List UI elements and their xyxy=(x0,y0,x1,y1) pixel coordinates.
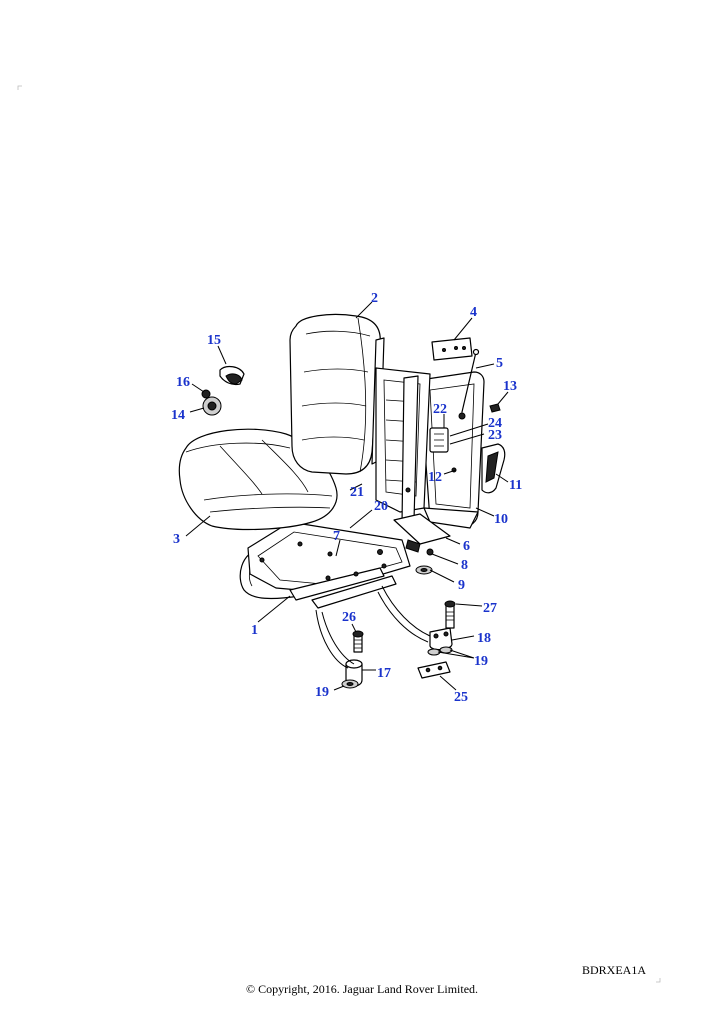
callout-2: 2 xyxy=(371,291,378,306)
recline-handle xyxy=(219,365,245,386)
callout-11: 11 xyxy=(509,478,522,493)
callout-labels: 1 2 3 4 5 6 7 8 9 10 11 12 13 14 15 16 1… xyxy=(171,291,522,705)
callout-7: 7 xyxy=(333,529,340,544)
callout-8: 8 xyxy=(461,558,468,573)
washers-19-right xyxy=(427,646,453,656)
callout-6: 6 xyxy=(463,539,470,554)
callout-23: 23 xyxy=(488,428,502,443)
callout-15: 15 xyxy=(207,333,221,348)
seat-back xyxy=(289,313,385,475)
callout-20: 20 xyxy=(374,499,388,514)
callout-21: 21 xyxy=(350,485,364,500)
callout-17: 17 xyxy=(377,666,391,681)
side-trim xyxy=(481,443,506,494)
explode-arc-right-2 xyxy=(377,591,429,643)
explode-arc-right xyxy=(381,585,431,637)
callout-1: 1 xyxy=(251,623,258,638)
callout-19-right: 19 xyxy=(474,654,488,669)
clip-13 xyxy=(489,403,501,413)
pad-6 xyxy=(393,513,451,553)
explode-arc-left xyxy=(315,609,349,669)
callout-12: 12 xyxy=(428,470,442,485)
callout-4: 4 xyxy=(470,305,477,320)
callout-5: 5 xyxy=(496,356,503,371)
washer-19-left xyxy=(341,679,359,689)
corner-mark-top-left xyxy=(17,85,22,90)
screw-8 xyxy=(426,548,434,556)
callout-24: 24 xyxy=(488,416,502,431)
copyright-notice: © Copyright, 2016. Jaguar Land Rover Lim… xyxy=(245,982,479,996)
callout-18: 18 xyxy=(477,631,491,646)
callout-22: 22 xyxy=(433,402,447,417)
leader-lines xyxy=(185,301,509,691)
bolt-27 xyxy=(444,600,456,629)
callout-3: 3 xyxy=(173,532,180,547)
explode-arc-left-2 xyxy=(321,611,355,665)
mount-bracket-18 xyxy=(429,627,453,651)
seat-back-frame xyxy=(375,367,485,529)
callout-27: 27 xyxy=(483,601,497,616)
diagram-reference-code: BDRXEA1A xyxy=(582,963,647,977)
label-plate xyxy=(431,337,473,361)
callout-25: 25 xyxy=(454,690,468,705)
callout-13: 13 xyxy=(503,379,517,394)
callout-16: 16 xyxy=(176,375,190,390)
bolt-26 xyxy=(352,630,364,653)
callout-14: 14 xyxy=(171,408,185,423)
callout-19-left: 19 xyxy=(315,685,329,700)
release-cable xyxy=(458,348,480,420)
washer-9 xyxy=(415,565,433,575)
callout-9: 9 xyxy=(458,578,465,593)
seat-base-frame xyxy=(239,521,411,609)
callout-26: 26 xyxy=(342,610,356,625)
knob-14 xyxy=(202,396,222,416)
corner-mark-bottom-right xyxy=(656,978,661,983)
plate-25 xyxy=(417,661,451,679)
callout-10: 10 xyxy=(494,512,508,527)
